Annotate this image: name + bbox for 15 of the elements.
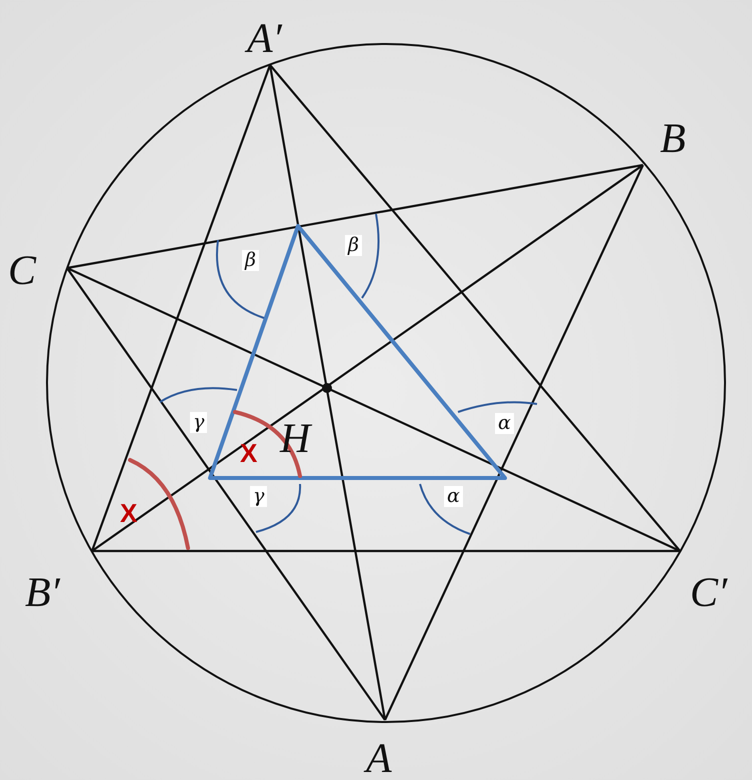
angle-label: β <box>242 250 259 271</box>
point-label: A′ <box>247 18 282 60</box>
angle-label: γ <box>250 486 268 507</box>
angle-label: α <box>495 413 514 434</box>
point-label: A <box>366 738 392 780</box>
angle-label: α <box>444 486 463 507</box>
point-label: H <box>280 418 310 460</box>
angle-label: β <box>345 235 362 256</box>
angle-mark: X <box>120 500 138 526</box>
angle-mark: X <box>240 440 258 466</box>
point-label: B <box>660 118 686 160</box>
point-label: C′ <box>690 572 728 614</box>
point-label: C <box>8 250 36 292</box>
angle-label: γ <box>190 412 208 433</box>
point-label: B′ <box>25 572 60 614</box>
